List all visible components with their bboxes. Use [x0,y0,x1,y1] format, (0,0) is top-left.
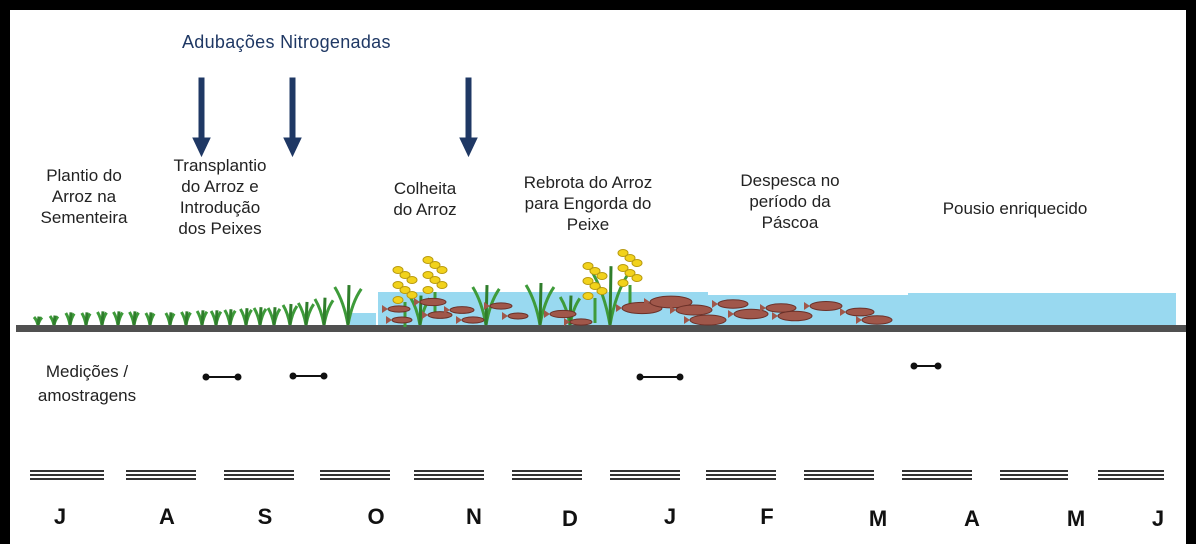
nitrogen-arrow-2 [283,77,302,158]
diagram-title: Adubações Nitrogenadas [182,32,391,52]
month-label-feb: F [760,504,774,529]
stage-label-harvest-fish: Despesca no período da Páscoa [740,171,840,232]
fish [382,305,411,313]
measurement-marker-4 [910,362,942,370]
stage-label-fallow: Pousio enriquecido [942,199,1088,218]
nitrogen-arrow-1 [192,77,211,158]
rice-plant [524,282,556,326]
rice-plant [112,311,124,326]
rice-plant [266,307,282,326]
month-label-jun: J [1151,506,1165,531]
month-label-jan: J [663,504,677,529]
measurement-marker-2 [289,372,328,380]
measurement-markers [202,362,942,381]
month-label-may: M [1066,506,1086,531]
timeline-bar [1000,470,1068,480]
month-label-jul: J [53,504,67,529]
fish [772,310,813,322]
rice-plant [180,311,192,326]
timeline-bar [320,470,390,480]
ground-line [16,325,1186,332]
rice-plant [281,303,299,326]
diagram-graphics [16,77,1186,480]
nitrogen-arrow-3 [459,77,478,158]
rice-plant [313,297,335,326]
measurement-marker-1 [202,373,242,381]
fish [728,308,769,320]
rice-plant [32,316,44,326]
plants-group [32,266,631,326]
rice-grain-head [582,262,608,323]
rice-plant [333,285,363,326]
fish [684,314,727,326]
stage-label-planting: Plantio do Arroz na Sementeira [40,166,128,227]
timeline-bar [224,470,294,480]
stage-label-harvest: Colheita do Arroz [393,179,457,219]
fish [670,304,713,316]
fish [856,315,893,325]
fish [712,299,749,309]
timeline-bar [30,470,104,480]
timeline-bar [706,470,776,480]
fish [414,297,447,307]
rice-plant [209,310,223,326]
fish [502,312,529,320]
timeline-bar [512,470,582,480]
timeline-bar [610,470,680,480]
timeline-bar [804,470,874,480]
fish [544,309,577,319]
rice-plant [252,307,268,326]
fish [422,311,453,319]
fish [456,316,485,324]
month-label-dec: D [562,506,578,531]
rice-plant [195,310,209,326]
rice-plant [297,301,315,326]
diagram-frame: Adubações Nitrogenadas Plantio do Arroz … [10,10,1186,544]
fish [760,303,797,313]
rice-grain-head [617,249,643,310]
timeline-bar [902,470,972,480]
stage-label-regrowth: Rebrota do Arroz para Engorda do Peixe [523,173,653,234]
timeline-bar [1098,470,1164,480]
fish [804,301,843,311]
water-area-fallow [908,293,1176,325]
fish [386,316,413,324]
fish [616,301,663,315]
fish [840,307,875,317]
timeline-bar [414,470,484,480]
month-label-mar: M [868,506,888,531]
fish [444,306,475,314]
month-label-oct: O [367,504,385,529]
nitrogen-arrows [192,77,478,158]
fish [644,295,693,309]
measurements-label: Medições / amostragens [37,362,137,405]
timeline-bar [126,470,196,480]
rice-plant [80,312,92,326]
rice-plant [164,312,176,326]
month-label-apr: A [964,506,980,531]
water-area-seedbed [350,313,376,325]
rice-plant [64,312,76,326]
rice-plant [223,309,237,326]
fish [484,302,513,310]
stage-label-transplanting: Transplantio do Arroz e Introdução dos P… [173,156,267,238]
rice-plant [144,312,156,326]
timeline-bars [30,470,1164,480]
fish [564,318,593,326]
month-label-nov: N [466,504,482,529]
fish-group [382,295,893,326]
rice-plant [239,308,253,326]
rice-plant [128,311,140,326]
month-label-sep: S [257,504,273,529]
rice-plant [96,311,108,326]
rice-plant [48,315,60,326]
month-label-aug: A [159,504,175,529]
measurement-marker-3 [636,373,684,381]
